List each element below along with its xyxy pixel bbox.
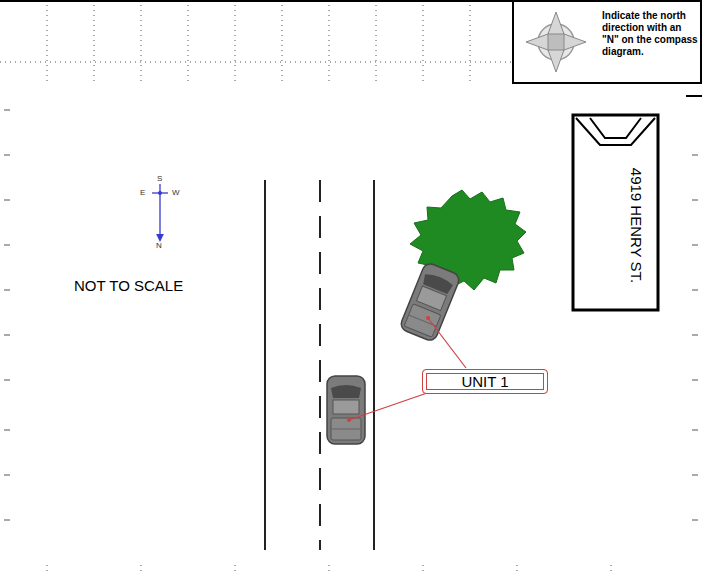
compass-icon <box>526 12 586 72</box>
compass-letter: W <box>172 188 180 197</box>
north-arrow <box>152 184 168 238</box>
node-text: 4919 HENRY ST. <box>629 167 646 282</box>
unit-callout: UNIT 1 <box>422 369 548 394</box>
house-outline <box>573 115 658 310</box>
house-box: 4919 HENRY ST. <box>573 115 658 310</box>
node-text: Indicate the north direction with an "N"… <box>602 10 700 58</box>
road <box>265 180 374 550</box>
compass-letter: N <box>156 241 162 250</box>
pickup-truck <box>327 376 365 444</box>
edge-ticks <box>4 110 698 520</box>
pickup-truck <box>399 262 461 343</box>
grid <box>0 0 611 572</box>
compass-letter: S <box>157 174 162 183</box>
instruction-box: Indicate the north direction with an "N"… <box>512 0 702 84</box>
scale-note: NOT TO SCALE <box>74 277 183 294</box>
node-text: UNIT 1 <box>461 373 508 390</box>
compass-letter: E <box>140 188 145 197</box>
